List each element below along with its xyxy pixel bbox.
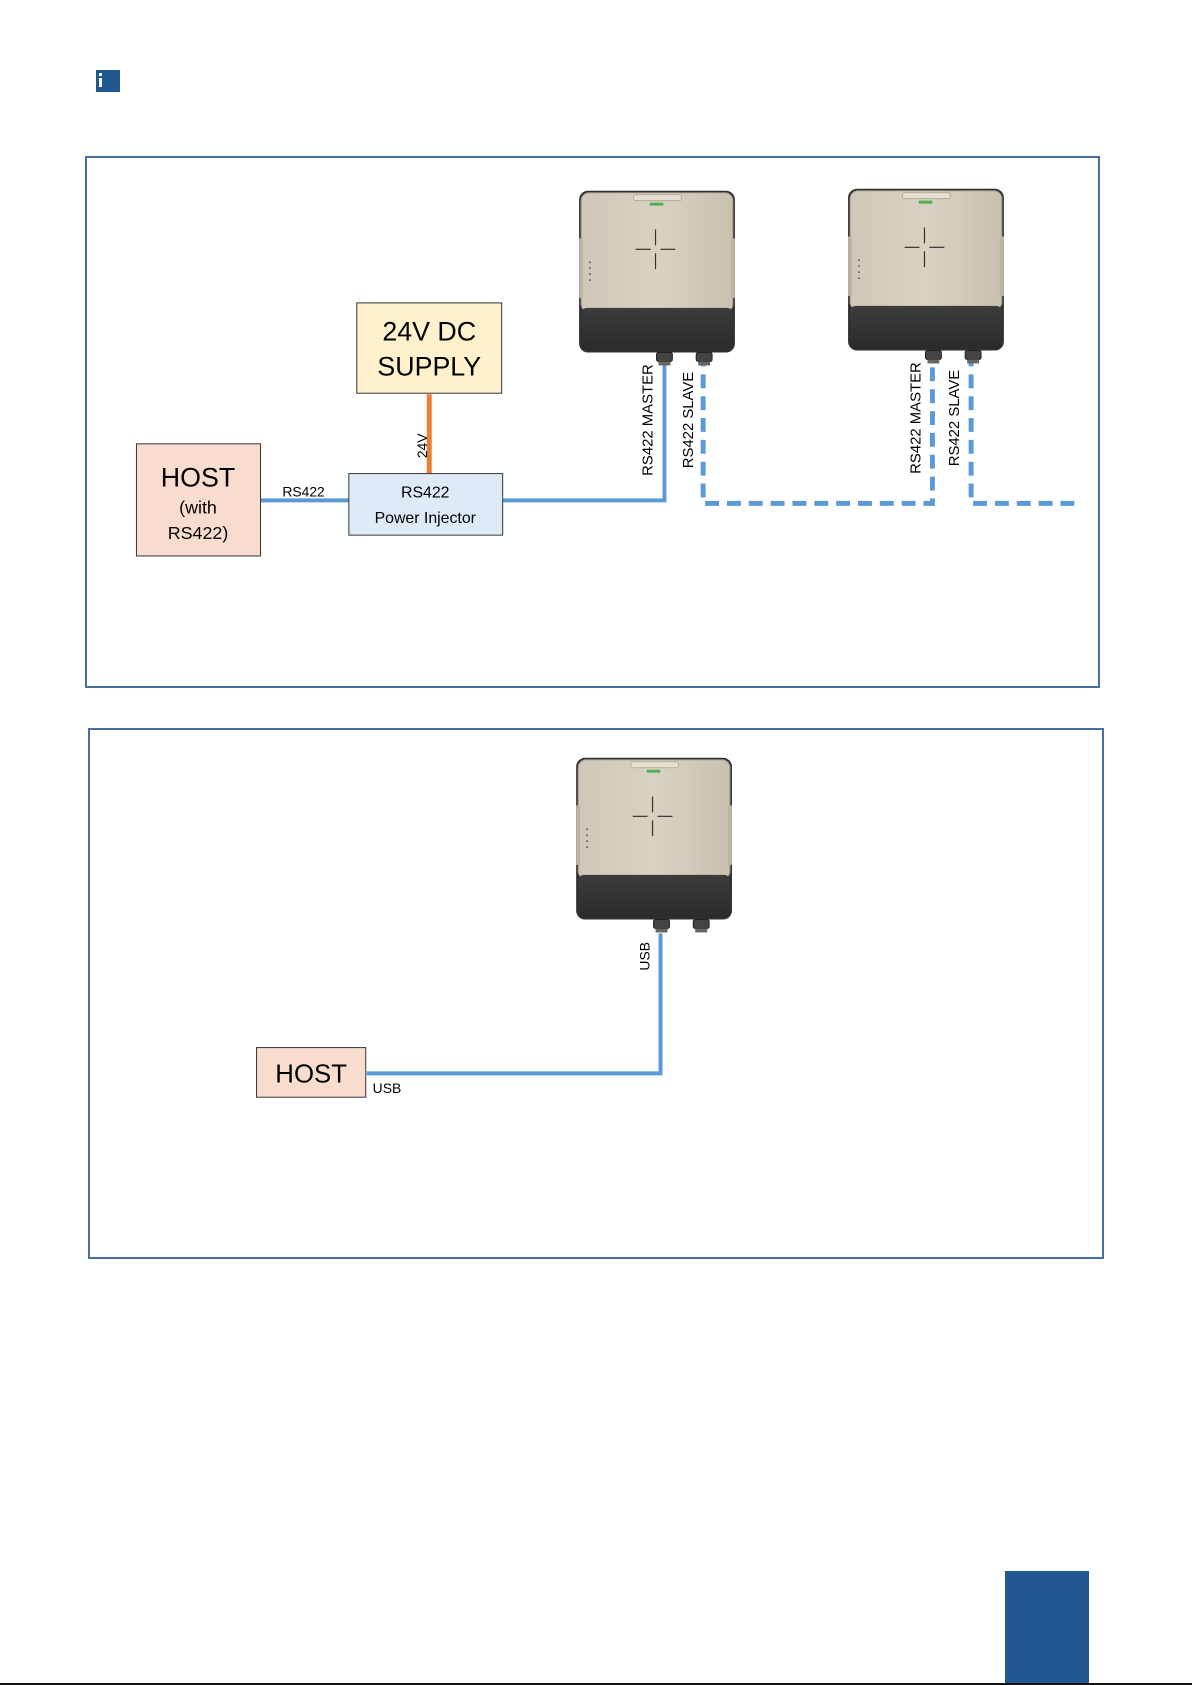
usb-connection-panel: HOST USB USB bbox=[88, 728, 1104, 1259]
device1-master-label: RS422 MASTER bbox=[641, 364, 657, 476]
usb-cable bbox=[367, 933, 661, 1073]
injector-line2: Power Injector bbox=[375, 510, 477, 527]
reader-device-icon bbox=[579, 191, 735, 366]
info-icon bbox=[96, 70, 120, 92]
usb-host-label: HOST bbox=[275, 1060, 347, 1088]
host-title: HOST bbox=[161, 463, 235, 493]
host-subtitle-line2: RS422) bbox=[168, 523, 229, 543]
page-tab-marker bbox=[1005, 1571, 1089, 1685]
daisy-chain-continuation-cable bbox=[971, 353, 1079, 504]
device2-slave-label: RS422 SLAVE bbox=[947, 370, 963, 467]
supply-line2: SUPPLY bbox=[377, 351, 481, 381]
host-subtitle-line1: (with bbox=[179, 497, 217, 517]
usb-diagram: HOST USB USB bbox=[90, 730, 1102, 1257]
reader-device-icon bbox=[848, 189, 1004, 364]
host-link-label: RS422 bbox=[282, 483, 325, 499]
reader-device-icon bbox=[576, 758, 732, 933]
rs422-connection-panel: HOST (with RS422) 24V DC SUPPLY RS422 Po… bbox=[85, 156, 1100, 688]
injector-line1: RS422 bbox=[401, 484, 450, 501]
device1-slave-label: RS422 SLAVE bbox=[681, 372, 697, 469]
power-label: 24V bbox=[414, 433, 430, 458]
rs422-diagram: HOST (with RS422) 24V DC SUPPLY RS422 Po… bbox=[87, 158, 1098, 686]
usb-host-link-label: USB bbox=[373, 1080, 402, 1096]
supply-line1: 24V DC bbox=[382, 317, 476, 347]
daisy-chain-cable bbox=[703, 353, 932, 504]
usb-device-port-label: USB bbox=[636, 942, 652, 971]
device2-master-label: RS422 MASTER bbox=[908, 362, 924, 474]
